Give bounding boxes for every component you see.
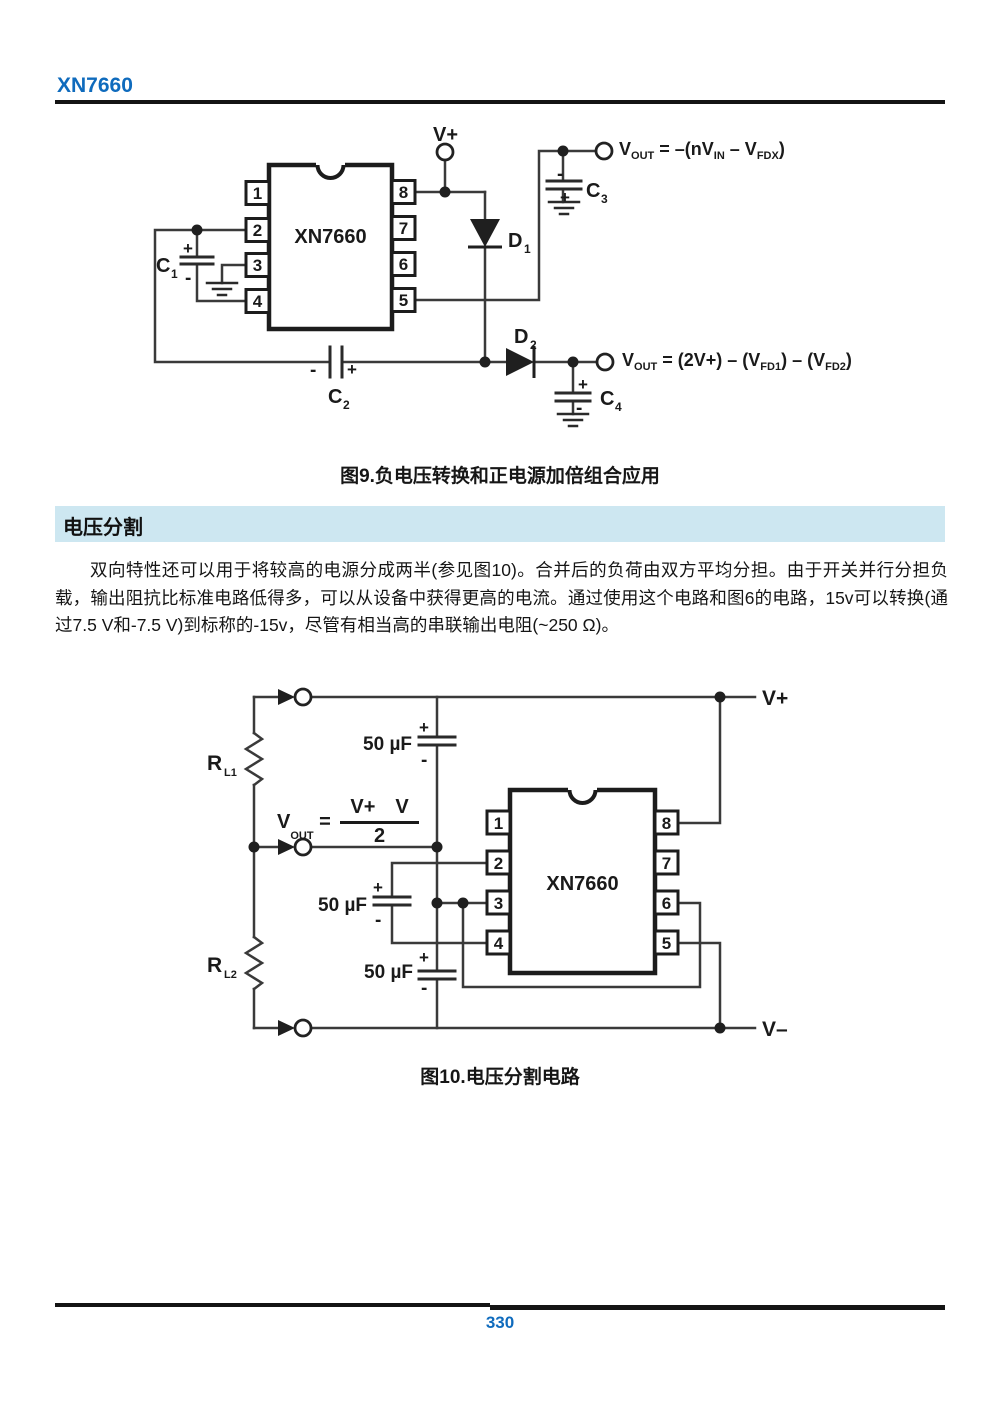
capacitor-plates — [372, 735, 457, 981]
junction-dots — [191, 145, 579, 368]
ic-notch-mask — [568, 786, 597, 793]
vminus-label: V– — [762, 1018, 788, 1041]
fig9-output-formula-bottom: VOUT = (2V+) – (VFD1) – (VFD2) — [622, 350, 852, 373]
c3-plus: + — [560, 188, 570, 207]
cap-mid-minus: - — [375, 910, 381, 931]
pin-number: 1 — [253, 184, 262, 203]
ic-body — [507, 787, 658, 976]
c1-sub: 1 — [171, 267, 178, 281]
figure10-caption: 图10.电压分割电路 — [420, 1067, 580, 1088]
rl1-sub: L1 — [224, 767, 237, 779]
page-number: 330 — [485, 1313, 515, 1332]
rl1-label: R — [207, 752, 222, 775]
d1-label: D — [508, 230, 522, 252]
ic-notch-mask — [316, 161, 345, 168]
pin-number: 7 — [399, 219, 408, 238]
circuit-wires — [243, 695, 757, 1030]
pin-number: 5 — [662, 934, 671, 953]
c1-minus: - — [185, 268, 191, 289]
rl2-label: R — [207, 954, 222, 977]
diode-d1-icon — [470, 219, 500, 247]
ic-part-number: XN7660 — [294, 226, 366, 248]
rl2-sub: L2 — [224, 969, 237, 981]
cap-top-plus: + — [419, 718, 429, 737]
diode-d2-icon — [506, 348, 534, 376]
section-title: 电压分割 — [63, 517, 143, 539]
pin-boxes — [485, 809, 680, 956]
arrow-terminal-icons — [278, 689, 295, 1036]
pin-number: 5 — [399, 291, 408, 310]
body-paragraph: 双向特性还可以用于将较高的电源分成两半(参见图10)。合并后的负荷由双方平均分担… — [55, 560, 948, 635]
c1-plus: + — [183, 239, 193, 258]
c3-sub: 3 — [601, 192, 608, 206]
ic-notch-icon — [315, 164, 346, 180]
vplus-label: V+ — [433, 124, 458, 146]
pin-number: 8 — [399, 183, 408, 202]
figure9-caption: 图9.负电压转换和正电源加倍组合应用 — [340, 466, 660, 487]
ground-symbols — [205, 200, 590, 428]
pin-number: 6 — [662, 894, 671, 913]
fig9-output-formula-top: VOUT = –(nVIN – VFDX) — [619, 139, 785, 162]
pin-number: 2 — [494, 854, 503, 873]
c4-minus: - — [576, 398, 582, 419]
pin-number: 3 — [494, 894, 503, 913]
ic-notch-icon — [567, 789, 598, 805]
c2-label: C — [328, 386, 342, 408]
c4-plus: + — [578, 375, 588, 394]
terminal-circles — [435, 141, 615, 372]
pin-number: 2 — [253, 221, 262, 240]
cap-top-value: 50 µF — [363, 734, 412, 755]
c2-plus: + — [347, 360, 357, 379]
figure9-circuit: 1 2 3 4 8 7 6 5 XN7660 V+ C 1 + - - + C … — [153, 124, 622, 428]
pin-numbers: 1 2 3 4 8 7 6 5 — [253, 183, 408, 311]
footer-divider-left — [55, 1303, 490, 1307]
c4-label: C — [600, 388, 614, 410]
header-divider — [55, 100, 945, 104]
terminal-circles — [293, 687, 313, 1038]
c2-sub: 2 — [343, 398, 350, 412]
cap-bottom-value: 50 µF — [364, 962, 413, 983]
pin-boxes — [244, 179, 417, 314]
c3-label: C — [586, 180, 600, 202]
junction-dots — [248, 691, 726, 1034]
figure10-circuit: 1 2 3 4 8 7 6 5 XN7660 R L1 R L2 50 µF +… — [207, 687, 788, 1041]
c4-sub: 4 — [615, 400, 622, 414]
footer-divider-right — [490, 1305, 945, 1310]
section-header-bar — [55, 506, 945, 542]
pin-number: 1 — [494, 814, 503, 833]
cap-mid-plus: + — [373, 878, 383, 897]
pin-number: 4 — [253, 292, 263, 311]
vplus-label: V+ — [762, 687, 788, 710]
capacitor-plates — [179, 179, 592, 403]
c1-label: C — [156, 255, 170, 277]
pin-number: 4 — [494, 934, 504, 953]
d2-sub: 2 — [530, 338, 537, 352]
c3-minus: - — [557, 164, 563, 185]
pin-number: 3 — [253, 256, 262, 275]
pin-number: 8 — [662, 814, 671, 833]
cap-top-minus: - — [421, 750, 427, 771]
c2-minus: - — [310, 360, 316, 381]
pin-numbers: 1 2 3 4 8 7 6 5 — [494, 814, 671, 953]
d2-label: D — [514, 326, 528, 348]
cap-mid-value: 50 µF — [318, 895, 367, 916]
pin-number: 7 — [662, 854, 671, 873]
d1-sub: 1 — [524, 242, 531, 256]
cap-bottom-minus: - — [421, 978, 427, 999]
page-title: XN7660 — [57, 74, 133, 97]
ic-part-number: XN7660 — [546, 873, 618, 895]
pin-number: 6 — [399, 255, 408, 274]
cap-bottom-plus: + — [419, 948, 429, 967]
